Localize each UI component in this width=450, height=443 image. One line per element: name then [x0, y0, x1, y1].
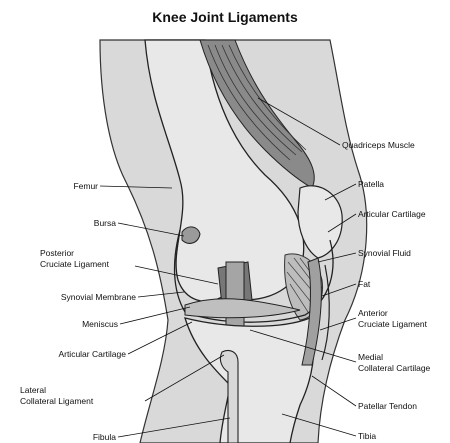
- label-synovial-fluid: Synovial Fluid: [358, 248, 411, 258]
- label-lateral-collateral-line2: Collateral Ligament: [20, 396, 94, 406]
- label-medial-collateral-line2: Collateral Cartilage: [358, 363, 431, 373]
- label-articular-cartilage-left: Articular Cartilage: [58, 349, 126, 359]
- label-anterior-cruciate-line2: Cruciate Ligament: [358, 319, 428, 329]
- label-quadriceps-muscle: Quadriceps Muscle: [342, 140, 415, 150]
- label-fat: Fat: [358, 279, 371, 289]
- label-fibula: Fibula: [93, 432, 116, 442]
- label-medial-collateral-line1: Medial: [358, 352, 383, 362]
- label-patellar-tendon: Patellar Tendon: [358, 401, 417, 411]
- label-lateral-collateral-line1: Lateral: [20, 385, 46, 395]
- label-femur: Femur: [73, 181, 98, 191]
- label-articular-cartilage-right: Articular Cartilage: [358, 209, 426, 219]
- label-anterior-cruciate-line1: Anterior: [358, 308, 388, 318]
- label-patella: Patella: [358, 179, 384, 189]
- label-posterior-cruciate-line1: Posterior: [40, 248, 74, 258]
- label-bursa: Bursa: [94, 218, 116, 228]
- label-tibia: Tibia: [358, 431, 376, 441]
- label-synovial-membrane: Synovial Membrane: [61, 292, 136, 302]
- label-meniscus: Meniscus: [82, 319, 118, 329]
- label-posterior-cruciate-line2: Cruciate Ligament: [40, 259, 110, 269]
